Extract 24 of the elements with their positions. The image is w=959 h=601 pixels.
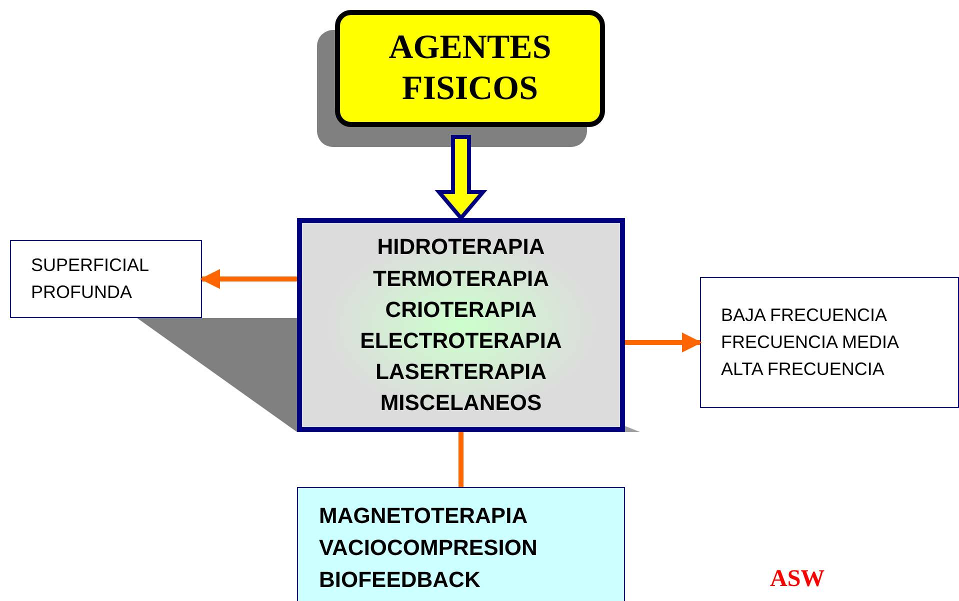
node-text: HIDROTERAPIA [377, 233, 545, 262]
node-text: AGENTES FISICOS [388, 28, 552, 108]
node-text: MISCELANEOS [380, 389, 542, 418]
category-box [297, 218, 625, 432]
node-text: VACIOCOMPRESION [319, 534, 538, 562]
node-text: MAGNETOTERAPIA [319, 502, 528, 530]
subcategory-box [10, 240, 202, 318]
author-initials: ASW [770, 566, 825, 593]
connector-line [458, 432, 464, 487]
node-text: BIOFEEDBACK [319, 566, 480, 594]
node-text: LASERTERAPIA [375, 358, 547, 386]
node-text: SUPERFICIAL [31, 254, 150, 277]
title-box [335, 10, 605, 127]
node-text: CRIOTERAPIA [385, 296, 537, 324]
node-text: TERMOTERAPIA [373, 264, 549, 293]
node-text: ALTA FRECUENCIA [721, 358, 884, 381]
node-text: BAJA FRECUENCIA [721, 304, 888, 327]
list-box [297, 487, 625, 601]
node-text: PROFUNDA [31, 281, 132, 304]
arrow [625, 332, 702, 352]
subcategory-box [700, 277, 959, 408]
node-text: FRECUENCIA MEDIA [721, 331, 900, 354]
arrow [200, 269, 297, 289]
node-text: ELECTROTERAPIA [360, 327, 562, 355]
